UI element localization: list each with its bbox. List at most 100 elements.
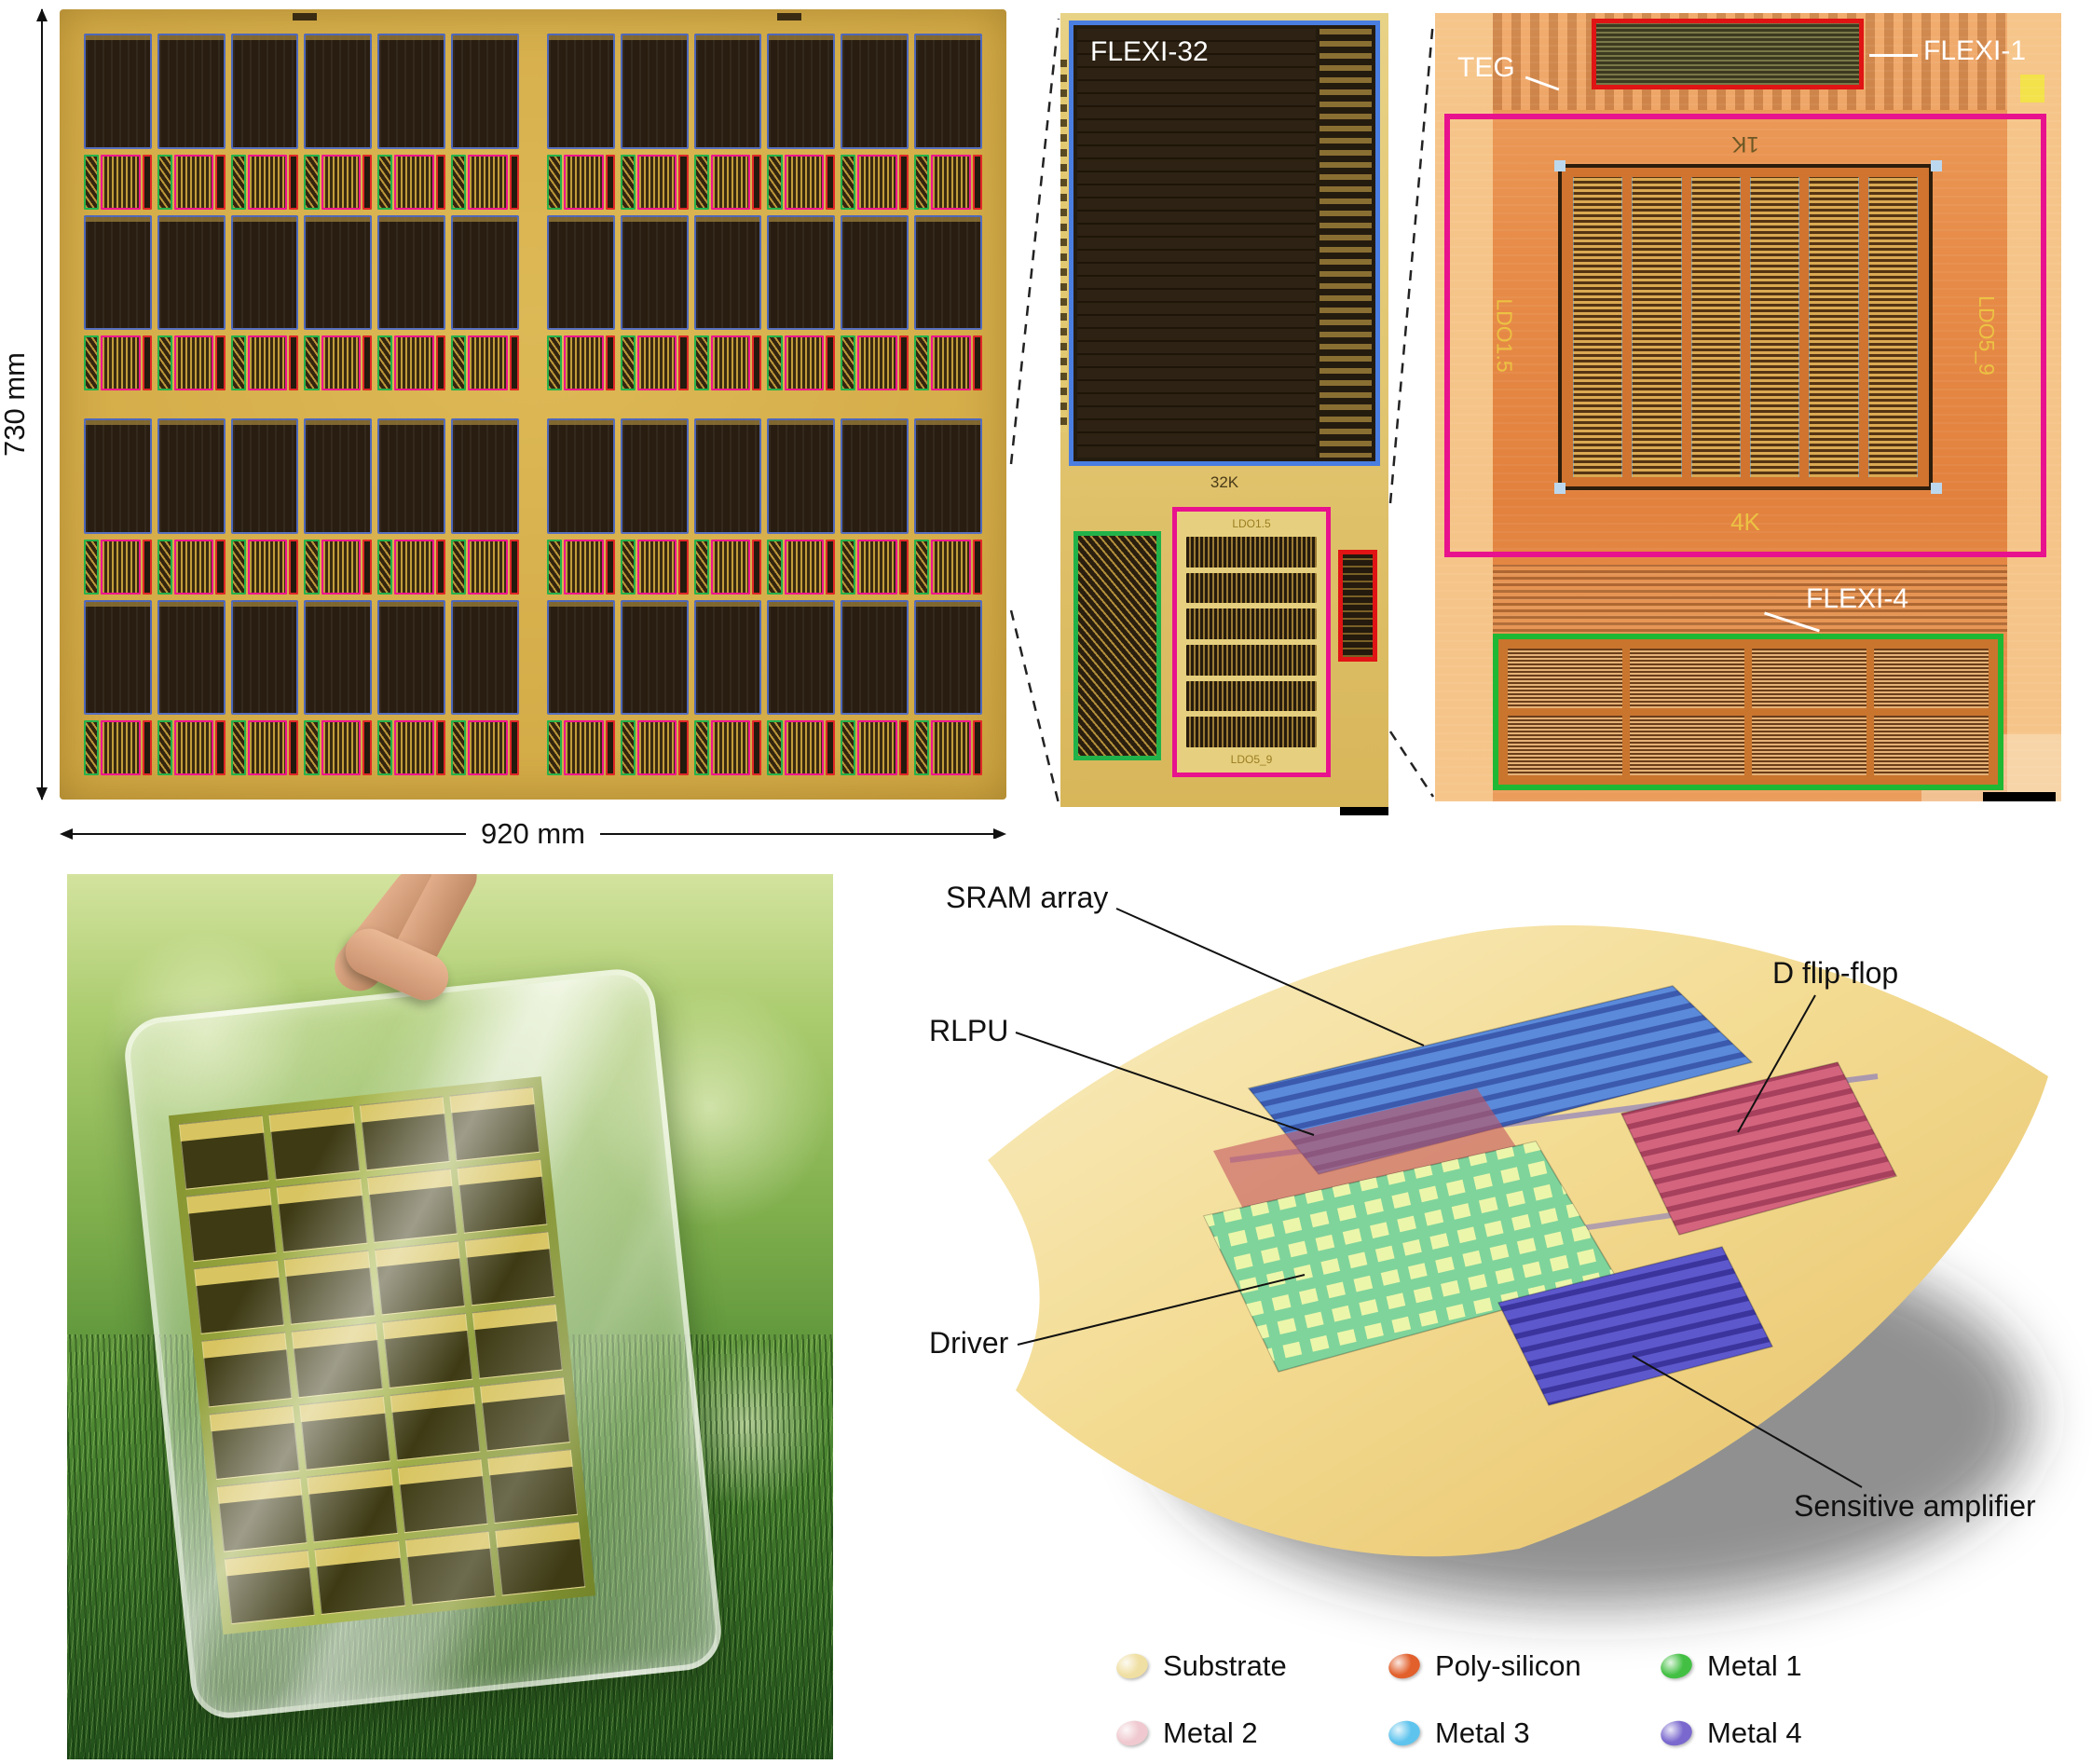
memory-array-chip bbox=[84, 418, 152, 534]
ldo-mini-block bbox=[636, 720, 677, 775]
logic-module bbox=[547, 154, 615, 210]
logic-module bbox=[304, 154, 373, 210]
flexi4-structure-cell bbox=[1752, 649, 1866, 708]
flexible-sheet bbox=[121, 965, 725, 1722]
flexi1-mini-block bbox=[678, 154, 689, 210]
ldo-top-label: LDO1.5 bbox=[1232, 517, 1271, 530]
rlpu-block bbox=[1213, 1088, 1517, 1216]
ldo-mini-block bbox=[710, 720, 751, 775]
memory-array-chip bbox=[230, 214, 299, 331]
legend-item: Metal 1 bbox=[1658, 1649, 1933, 1683]
ldo-block bbox=[1186, 609, 1317, 640]
memory-array-chip bbox=[841, 418, 909, 534]
ldo-mini-block bbox=[394, 154, 434, 210]
logic-module bbox=[841, 539, 909, 595]
legend-label: Metal 4 bbox=[1707, 1716, 1802, 1749]
flexi1-mini-block bbox=[289, 539, 299, 595]
flexi4-mini-block bbox=[693, 335, 709, 390]
flexi1-mini-block bbox=[752, 720, 762, 775]
flexi4-mini-block bbox=[157, 154, 172, 210]
memory-array-chip bbox=[304, 599, 373, 716]
memory-array-chip bbox=[914, 214, 982, 331]
ldo-mini-block bbox=[247, 154, 288, 210]
ldo-mini-block bbox=[247, 720, 288, 775]
memory-chip-row bbox=[84, 599, 519, 716]
ldo-block bbox=[1186, 680, 1317, 712]
ldo-mini-block bbox=[468, 720, 508, 775]
memory-array-chip bbox=[451, 34, 519, 149]
yellow-pad bbox=[2020, 75, 2044, 103]
flexi4-outline-green bbox=[1073, 531, 1161, 760]
memory-array-chip bbox=[157, 599, 226, 716]
flexi4-mini-block bbox=[84, 720, 100, 775]
memory-array-column bbox=[1867, 177, 1918, 477]
memory-array-column bbox=[1809, 177, 1859, 477]
scale-bar bbox=[1340, 807, 1388, 815]
ldo-mini-block bbox=[710, 335, 751, 390]
logic-chip-row bbox=[547, 720, 982, 775]
flexi4-structure-cell bbox=[1752, 716, 1866, 775]
memory-array-chip bbox=[157, 214, 226, 331]
legend-label: Substrate bbox=[1163, 1649, 1287, 1682]
legend-swatch-metal-4 bbox=[1658, 1717, 1695, 1749]
flexi4-label: FLEXI-4 bbox=[1806, 583, 1909, 614]
flexi1-mini-block bbox=[289, 720, 299, 775]
flexi4-structure-cell bbox=[1630, 716, 1744, 775]
memory-chip-row bbox=[547, 34, 982, 149]
flexi4-outline-green bbox=[1493, 634, 2003, 790]
memory-array-chip bbox=[767, 34, 836, 149]
ldo-block bbox=[1186, 537, 1317, 567]
memory-array-chip bbox=[84, 34, 152, 149]
memory-array-chip bbox=[547, 599, 615, 716]
dff-label: D flip-flop bbox=[1772, 956, 1899, 990]
flexi4-mini-block bbox=[767, 335, 783, 390]
flexi4-mini-block bbox=[304, 154, 320, 210]
flexi1-mini-block bbox=[898, 539, 909, 595]
ldo-mini-block bbox=[101, 154, 141, 210]
logic-module bbox=[914, 154, 982, 210]
memory-array-chip bbox=[547, 418, 615, 534]
legend-label: Metal 1 bbox=[1707, 1649, 1802, 1682]
flexi4-mini-block bbox=[841, 539, 856, 595]
flexi1-mini-block bbox=[678, 335, 689, 390]
dff-stripes bbox=[1621, 1062, 1896, 1235]
logic-module bbox=[377, 720, 446, 775]
logic-module bbox=[157, 539, 226, 595]
ldo-mini-block bbox=[564, 539, 604, 595]
logic-module bbox=[620, 720, 689, 775]
memory-array-chip bbox=[914, 599, 982, 716]
sense-amp-label: Sensitive amplifier bbox=[1794, 1489, 2036, 1523]
memory-array-chip bbox=[304, 34, 373, 149]
ldo-mini-block bbox=[321, 154, 362, 210]
ldo-mini-block bbox=[784, 720, 825, 775]
logic-module bbox=[230, 720, 299, 775]
ldo-mini-block bbox=[173, 539, 214, 595]
flexi4-mini-block bbox=[230, 720, 246, 775]
ldo-mini-block bbox=[321, 335, 362, 390]
flexi1-mini-block bbox=[509, 335, 519, 390]
ldo-mini-block bbox=[394, 720, 434, 775]
ldo-mini-block bbox=[931, 539, 971, 595]
logic-module bbox=[377, 335, 446, 390]
chip-quadrant bbox=[547, 418, 982, 775]
ldo-outline-magenta: LDO1.5 LDO5_9 bbox=[1172, 507, 1331, 777]
memory-array-chip bbox=[84, 214, 152, 331]
flexi1-mini-block bbox=[972, 539, 982, 595]
legend-item: Metal 3 bbox=[1386, 1716, 1661, 1750]
ldo-mini-block bbox=[173, 720, 214, 775]
flexi4-mini-block bbox=[547, 720, 563, 775]
ldo-bottom-label: LDO5_9 bbox=[1230, 753, 1273, 767]
logic-module bbox=[304, 539, 373, 595]
flexi1-mini-block bbox=[289, 154, 299, 210]
flexi4-mini-block bbox=[84, 335, 100, 390]
label-leader-line bbox=[1015, 1032, 1315, 1136]
logic-module bbox=[451, 335, 519, 390]
flexi1-mini-block bbox=[898, 154, 909, 210]
legend-swatch-metal-3 bbox=[1386, 1717, 1423, 1749]
flexi4-mini-block bbox=[693, 720, 709, 775]
flexi4-mini-block bbox=[841, 720, 856, 775]
ldo-mini-block bbox=[857, 335, 897, 390]
logic-module bbox=[914, 539, 982, 595]
ldo-block bbox=[1186, 645, 1317, 676]
